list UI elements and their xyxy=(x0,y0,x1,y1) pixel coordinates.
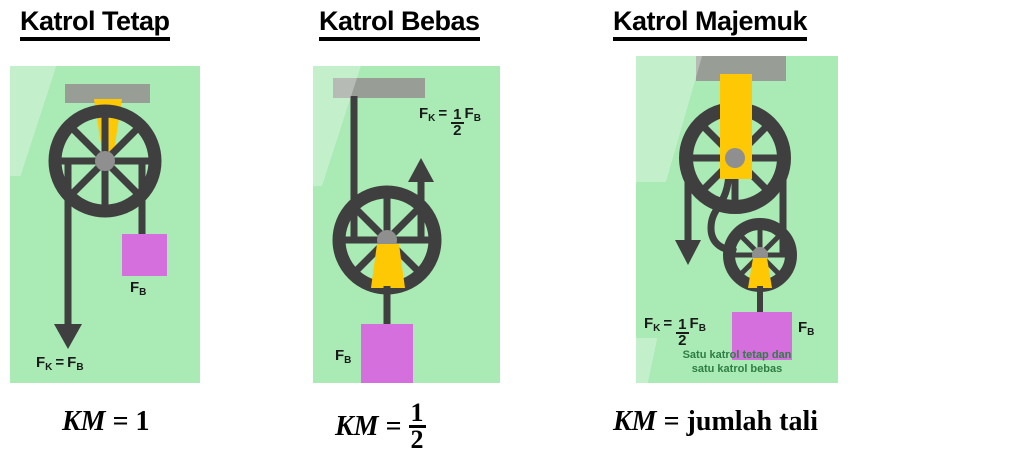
fixed-pulley-drawing xyxy=(48,84,167,349)
effort-force-sub: K xyxy=(428,113,436,124)
compound-pulley-drawing xyxy=(675,56,797,360)
load-force-sub: B xyxy=(139,287,147,298)
km-value: jumlah tali xyxy=(686,406,819,437)
load-block-icon xyxy=(361,324,413,383)
panel-title-katrol-bebas: Katrol Bebas xyxy=(319,6,480,41)
pulley-wheel-rim xyxy=(48,104,162,218)
effort-force-rhs-sub: B xyxy=(473,113,481,124)
fraction-denominator: 2 xyxy=(408,424,426,454)
km-fraction: 1 2 xyxy=(408,398,426,454)
effort-force-operator: = xyxy=(663,315,673,332)
load-block-icon xyxy=(122,234,167,276)
fraction-numerator: 1 xyxy=(678,316,687,333)
effort-force-sub: K xyxy=(45,362,53,373)
effort-force-arrow xyxy=(408,158,434,182)
caption-line-1: Satu katrol tetap dan xyxy=(682,349,792,361)
movable-pulley-hanger-icon xyxy=(748,258,772,288)
km-symbol: KM xyxy=(613,406,657,437)
caption-line-2: satu katrol bebas xyxy=(691,363,783,375)
fraction-numerator: 1 xyxy=(410,398,424,427)
effort-force-operator: = xyxy=(55,354,65,371)
fraction-numerator: 1 xyxy=(453,106,462,123)
effort-force-sub: K xyxy=(653,323,661,334)
load-force-base: F xyxy=(798,319,808,336)
effort-force-base: F xyxy=(419,105,429,122)
km-formula-katrol-tetap: KM = 1 xyxy=(62,406,150,438)
km-formula-katrol-majemuk: KM = jumlah tali xyxy=(613,406,818,438)
load-force-sub: B xyxy=(344,355,352,366)
effort-force-operator: = xyxy=(438,105,448,122)
effort-force-fraction: 1 2 xyxy=(451,106,464,140)
fraction-denominator: 2 xyxy=(676,332,689,350)
km-formula-katrol-bebas: KM = 1 2 xyxy=(335,398,426,454)
effort-force-arrow xyxy=(675,240,701,265)
effort-force-arrow xyxy=(54,276,82,349)
effort-force-rhs-sub: B xyxy=(76,362,84,373)
effort-force-base: F xyxy=(36,354,46,371)
km-symbol: KM xyxy=(335,411,379,443)
fixed-pulley-hub-icon xyxy=(725,148,745,168)
km-symbol: KM xyxy=(62,406,106,437)
panel-caption-katrol-majemuk: Satu katrol tetap dan satu katrol bebas xyxy=(636,348,838,376)
effort-force-rhs-sub: B xyxy=(698,323,706,334)
effort-force-rhs-base: F xyxy=(464,105,474,122)
effort-force-rhs-base: F xyxy=(67,354,77,371)
km-value: 1 xyxy=(135,406,150,437)
km-equals: = xyxy=(385,411,402,443)
fraction-denominator: 2 xyxy=(451,122,464,140)
effort-force-rhs-base: F xyxy=(689,315,699,332)
load-force-base: F xyxy=(130,279,140,296)
effort-force-base: F xyxy=(644,315,654,332)
panel-title-katrol-tetap: Katrol Tetap xyxy=(20,6,170,41)
load-block-icon xyxy=(732,312,792,360)
effort-force-fraction: 1 2 xyxy=(676,316,689,350)
panel-title-katrol-majemuk: Katrol Majemuk xyxy=(613,6,808,41)
pulley-hanger-icon xyxy=(371,244,405,288)
ceiling-bracket-icon xyxy=(65,84,150,103)
load-force-sub: B xyxy=(807,327,815,338)
km-equals: = xyxy=(663,406,680,437)
ceiling-bracket-icon xyxy=(333,78,425,98)
pulley-hub-icon xyxy=(95,151,115,171)
km-equals: = xyxy=(112,406,129,437)
movable-pulley-drawing xyxy=(332,78,442,383)
load-force-base: F xyxy=(335,347,345,364)
